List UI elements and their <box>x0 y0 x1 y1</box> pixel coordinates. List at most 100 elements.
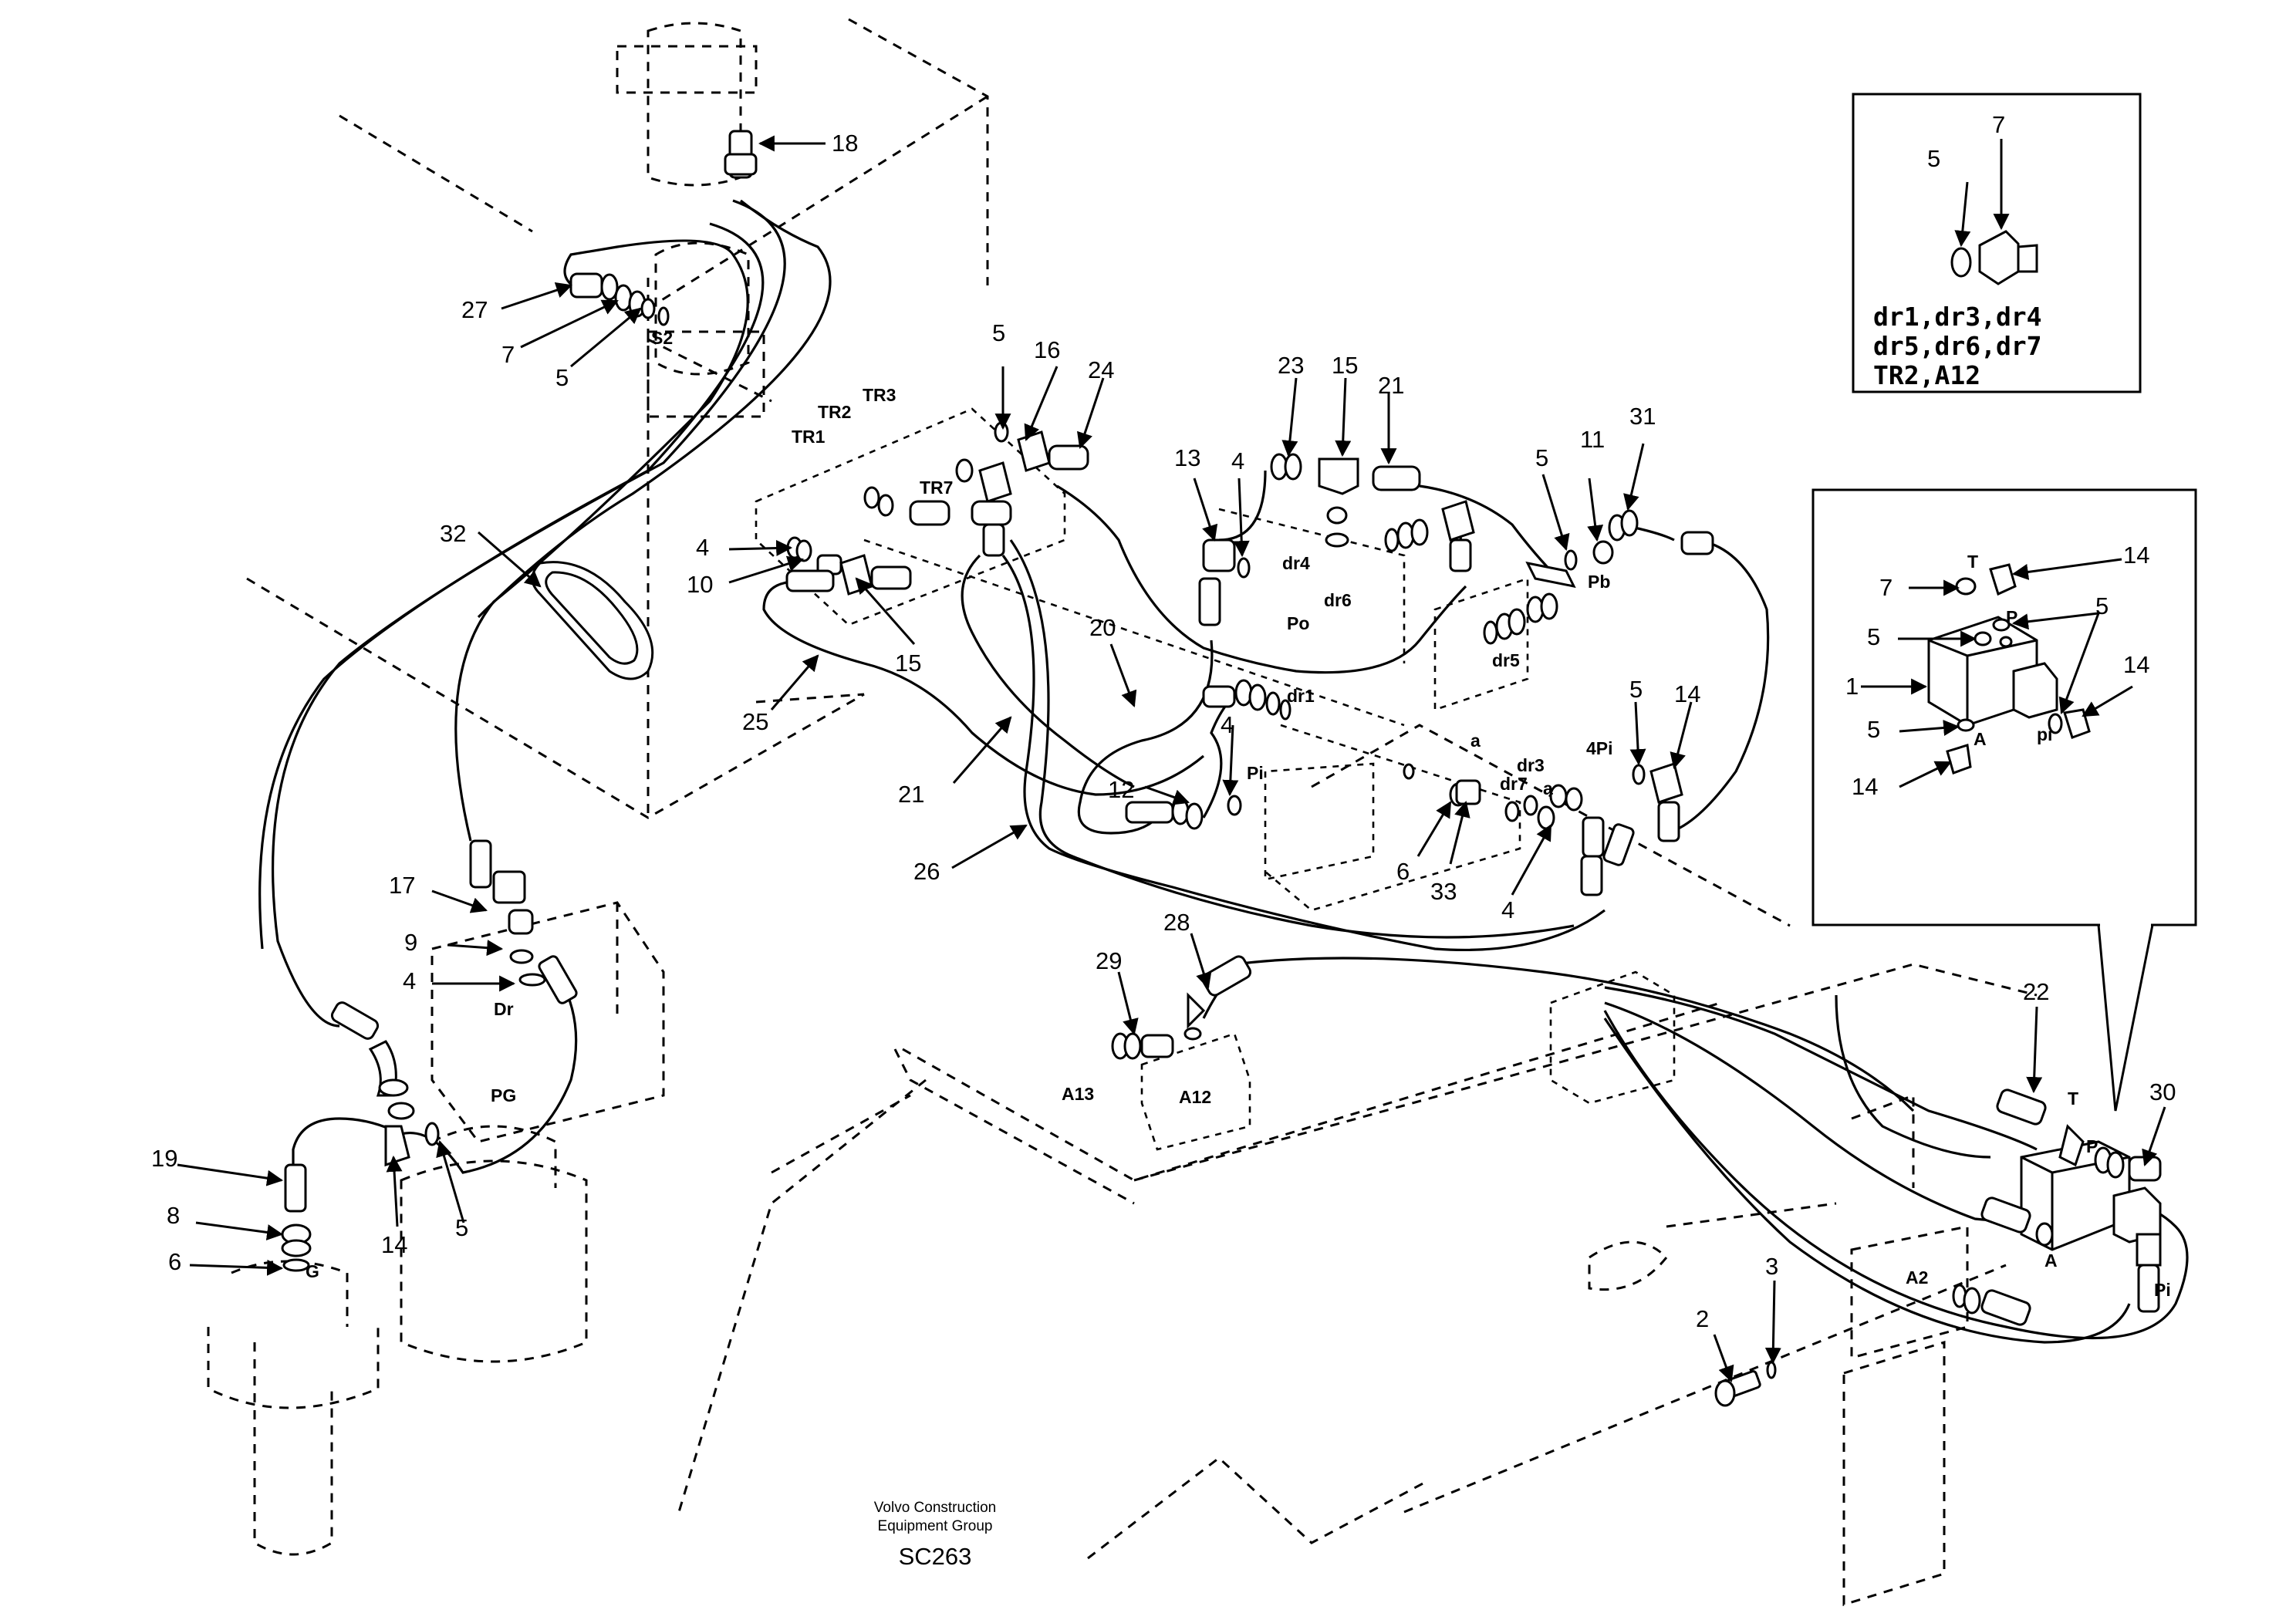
callout-5: 5 <box>2095 592 2109 619</box>
callout-15: 15 <box>1332 352 1358 379</box>
callout-5: 5 <box>1535 444 1548 471</box>
port-label-dr6: dr6 <box>1324 590 1352 610</box>
port-label-po: Po <box>1287 613 1309 633</box>
inset-valve-detail <box>1811 488 2197 1112</box>
port-label-dr4: dr4 <box>1282 553 1310 573</box>
port-label-p: P <box>2006 607 2017 627</box>
part-callouts: 18 27 7 5 32 4 10 15 25 5 16 24 21 26 20… <box>151 111 2176 1332</box>
callout-6: 6 <box>1396 858 1410 885</box>
port-label-t: T <box>2068 1088 2078 1109</box>
port-label-dr: Dr <box>494 999 514 1019</box>
port-label-tr1: TR1 <box>792 427 826 447</box>
port-label-a2: A2 <box>1906 1267 1928 1288</box>
callout-5: 5 <box>1867 716 1880 743</box>
callout-14: 14 <box>2123 651 2149 678</box>
callout-12: 12 <box>1108 776 1134 803</box>
port-label-dr7: dr7 <box>1500 774 1528 794</box>
inset-top-right <box>1852 93 2142 393</box>
inset-port-list: dr1,dr3,dr4 dr5,dr6,dr7 TR2,A12 <box>1873 302 2042 390</box>
callout-4: 4 <box>1501 896 1514 923</box>
callout-22: 22 <box>2023 978 2049 1005</box>
callout-28: 28 <box>1163 909 1190 936</box>
callout-11: 11 <box>1580 426 1605 453</box>
callout-7: 7 <box>1879 574 1893 601</box>
port-label-g: G <box>306 1261 319 1281</box>
port-label-a: a <box>1470 731 1481 751</box>
callout-1: 1 <box>1845 673 1859 700</box>
port-label-a13: A13 <box>1062 1084 1094 1104</box>
port-label-t: T <box>1967 552 1978 572</box>
callout-31: 31 <box>1629 403 1656 430</box>
callout-5: 5 <box>1867 623 1880 650</box>
port-label-pi-lower: pi <box>2037 724 2052 744</box>
fittings <box>281 130 2162 1407</box>
callout-5: 5 <box>992 319 1005 346</box>
port-label-4pi: 4Pi <box>1586 738 1613 758</box>
port-label-pg: PG <box>491 1085 516 1105</box>
port-labels: S2 TR1 TR2 TR3 TR7 dr4 dr6 Po Pb dr5 dr1… <box>306 328 2171 1300</box>
callout-29: 29 <box>1096 947 1122 974</box>
callout-8: 8 <box>167 1202 180 1229</box>
callout-4: 4 <box>403 967 416 994</box>
callout-7: 7 <box>1992 111 2005 138</box>
callout-3: 3 <box>1765 1253 1778 1280</box>
callout-26: 26 <box>913 858 940 885</box>
port-label-a: A <box>2044 1250 2058 1271</box>
port-label-dr1: dr1 <box>1287 686 1315 706</box>
callout-18: 18 <box>832 130 858 157</box>
callout-14: 14 <box>1852 773 1878 800</box>
callout-24: 24 <box>1088 356 1114 383</box>
drawing-code: SC263 <box>899 1543 972 1570</box>
callout-4: 4 <box>696 534 709 561</box>
callout-2: 2 <box>1696 1305 1709 1332</box>
callout-25: 25 <box>742 708 768 735</box>
callout-21: 21 <box>898 781 924 808</box>
port-label-a: A <box>1974 729 1987 749</box>
port-label-s2: S2 <box>651 328 673 348</box>
port-label-p: P <box>2086 1136 2098 1156</box>
port-label-a: a <box>1543 778 1553 798</box>
port-label-a12: A12 <box>1179 1087 1211 1107</box>
callout-5: 5 <box>1927 145 1940 172</box>
callout-10: 10 <box>687 571 713 598</box>
callout-27: 27 <box>461 296 488 323</box>
company-name-line1: Volvo Construction <box>874 1500 996 1516</box>
callout-14: 14 <box>381 1231 407 1258</box>
callout-5: 5 <box>1629 676 1643 703</box>
port-label-dr3: dr3 <box>1517 755 1545 775</box>
inset-port-list-line2: dr5,dr6,dr7 <box>1873 331 2042 361</box>
callout-21: 21 <box>1378 372 1404 399</box>
callout-20: 20 <box>1089 614 1116 641</box>
port-label-tr7: TR7 <box>920 478 953 498</box>
callout-23: 23 <box>1278 352 1304 379</box>
port-label-pb: Pb <box>1588 572 1610 592</box>
port-label-tr2: TR2 <box>818 402 851 422</box>
callout-6: 6 <box>168 1248 181 1275</box>
callout-4: 4 <box>1231 447 1244 474</box>
leader-lines <box>177 135 2166 1382</box>
footer: Volvo Construction Equipment Group SC263 <box>874 1500 996 1570</box>
machine-outline <box>207 18 2038 1607</box>
callout-5: 5 <box>555 364 569 391</box>
callout-17: 17 <box>389 872 415 899</box>
callout-33: 33 <box>1430 878 1457 905</box>
callout-9: 9 <box>404 929 417 956</box>
callout-7: 7 <box>501 341 515 368</box>
inset-port-list-line3: TR2,A12 <box>1873 360 1980 390</box>
port-label-tr3: TR3 <box>863 385 896 405</box>
port-label-pi: Pi <box>1247 763 1264 783</box>
callout-5: 5 <box>455 1214 468 1241</box>
callout-16: 16 <box>1034 336 1060 363</box>
callout-13: 13 <box>1174 444 1200 471</box>
callout-14: 14 <box>2123 542 2149 569</box>
callout-14: 14 <box>1674 680 1700 707</box>
callout-19: 19 <box>151 1145 177 1172</box>
callout-4: 4 <box>1221 711 1234 738</box>
callout-30: 30 <box>2149 1078 2176 1105</box>
port-label-dr5: dr5 <box>1492 650 1520 670</box>
company-name-line2: Equipment Group <box>878 1518 993 1534</box>
port-label-pi: Pi <box>2154 1280 2171 1300</box>
callout-15: 15 <box>895 650 921 677</box>
inset-port-list-line1: dr1,dr3,dr4 <box>1873 302 2042 332</box>
